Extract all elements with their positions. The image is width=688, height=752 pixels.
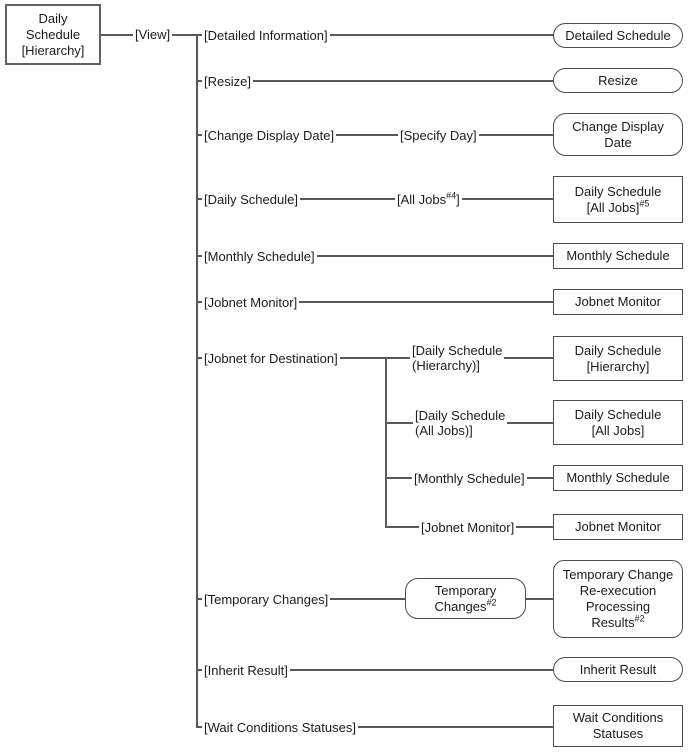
label-text: [All Jobs: [397, 192, 447, 207]
menu-item-view: [View]: [133, 27, 173, 42]
connector-wait-conditions-statuses: [196, 726, 554, 728]
label-text: (Hierarchy)]: [412, 358, 480, 373]
window-title-line: Temporary Change: [562, 567, 674, 582]
window-title-line: Daily Schedule: [574, 406, 662, 422]
window-monthly-schedule: Monthly Schedule: [553, 243, 683, 269]
menu-item-monthly-schedule: [Monthly Schedule]: [202, 249, 317, 264]
window-title: Monthly Schedule: [566, 248, 670, 263]
menu-item-jobnet-monitor: [Jobnet Monitor]: [202, 295, 300, 310]
dialog-title-line: Temporary: [434, 582, 497, 598]
menu-item-dest-daily-schedule-hierarchy: [Daily Schedule(Hierarchy)]: [410, 343, 505, 373]
window-title-line: Statuses: [592, 726, 644, 741]
window-title-line: [All Jobs]: [591, 422, 645, 438]
window-dest-daily-schedule-all-jobs: Daily Schedule [All Jobs]: [553, 400, 683, 445]
window-title: Inherit Result: [579, 661, 657, 677]
window-temporary-change-reexecution-results: Temporary Change Re-execution Processing…: [553, 560, 683, 638]
menu-item-all-jobs: [All Jobs#4]: [395, 190, 462, 207]
menu-item-specify-day: [Specify Day]: [398, 128, 479, 143]
window-daily-schedule-hierarchy-root: Daily Schedule [Hierarchy]: [5, 4, 101, 65]
label-text: [Daily Schedule: [412, 343, 503, 358]
connector-change-display-date: [196, 134, 554, 136]
connector-resize: [196, 80, 554, 82]
connector-subtrunk-jobnet-for-destination: [385, 357, 387, 527]
connector-jobnet-for-destination: [196, 357, 554, 359]
menu-item-detailed-information: [Detailed Information]: [202, 28, 330, 43]
menu-item-change-display-date: [Change Display Date]: [202, 128, 337, 143]
connector-temporary-changes: [196, 598, 554, 600]
label-text: ]: [456, 192, 460, 207]
label-text: [All Jobs]: [586, 199, 640, 215]
connector-monthly-schedule: [196, 255, 554, 257]
menu-item-resize: [Resize]: [202, 74, 253, 89]
label-text: [Daily Schedule: [415, 408, 506, 423]
connector-daily-schedule: [196, 198, 554, 200]
window-title-line: Wait Conditions: [572, 710, 664, 725]
window-title-line: Daily Schedule: [574, 183, 662, 199]
window-title-line: [Hierarchy]: [586, 358, 650, 374]
window-title: Jobnet Monitor: [575, 519, 661, 534]
window-title-line: Daily: [38, 10, 68, 26]
window-wait-conditions-statuses: Wait Conditions Statuses: [553, 705, 683, 747]
connector-trunk: [196, 34, 198, 728]
window-title-line: [All Jobs]#5: [586, 198, 650, 216]
menu-item-dest-monthly-schedule: [Monthly Schedule]: [412, 471, 527, 486]
label-text: Changes: [434, 598, 487, 614]
window-dest-monthly-schedule: Monthly Schedule: [553, 465, 683, 491]
menu-item-inherit-result: [Inherit Result]: [202, 663, 290, 678]
window-title: Resize: [598, 72, 638, 88]
footnote-marker: #2: [634, 613, 645, 624]
menu-item-temporary-changes: [Temporary Changes]: [202, 592, 331, 607]
window-jobnet-monitor: Jobnet Monitor: [553, 289, 683, 315]
dialog-temporary-changes: Temporary Changes#2: [405, 578, 526, 619]
window-title: Jobnet Monitor: [575, 294, 661, 309]
footnote-marker: #2: [486, 597, 497, 608]
window-title-line: [Hierarchy]: [21, 42, 85, 58]
window-dest-daily-schedule-hierarchy: Daily Schedule [Hierarchy]: [553, 336, 683, 381]
window-title-line: Schedule: [25, 26, 81, 42]
window-title-line: Date: [604, 134, 632, 150]
label-text: Results: [591, 615, 635, 630]
footnote-marker: #5: [639, 198, 650, 209]
window-detailed-schedule: Detailed Schedule: [553, 23, 683, 48]
window-change-display-date: Change Display Date: [553, 113, 683, 156]
menu-item-wait-conditions-statuses: [Wait Conditions Statuses]: [202, 720, 358, 735]
connector-jobnet-monitor: [196, 301, 554, 303]
window-inherit-result: Inherit Result: [553, 657, 683, 682]
window-title: Monthly Schedule: [566, 470, 670, 485]
label-text: (All Jobs)]: [415, 423, 473, 438]
footnote-marker: #4: [446, 190, 457, 201]
window-title-line: Daily Schedule: [574, 342, 662, 358]
window-daily-schedule-all-jobs: Daily Schedule [All Jobs]#5: [553, 176, 683, 223]
window-resize: Resize: [553, 68, 683, 93]
window-title-line: Processing: [585, 599, 651, 614]
menu-item-dest-daily-schedule-all-jobs: [Daily Schedule(All Jobs)]: [413, 408, 508, 438]
menu-item-jobnet-for-destination: [Jobnet for Destination]: [202, 351, 340, 366]
menu-item-daily-schedule: [Daily Schedule]: [202, 192, 300, 207]
window-title-line: Results#2: [591, 613, 645, 631]
window-title-line: Change Display: [572, 118, 664, 134]
window-dest-jobnet-monitor: Jobnet Monitor: [553, 514, 683, 540]
window-title: Detailed Schedule: [565, 27, 671, 43]
window-title-line: Re-execution: [579, 583, 657, 598]
dialog-title-line: Changes#2: [434, 597, 497, 615]
connector-inherit-result: [196, 669, 554, 671]
menu-item-dest-jobnet-monitor: [Jobnet Monitor]: [419, 520, 517, 535]
